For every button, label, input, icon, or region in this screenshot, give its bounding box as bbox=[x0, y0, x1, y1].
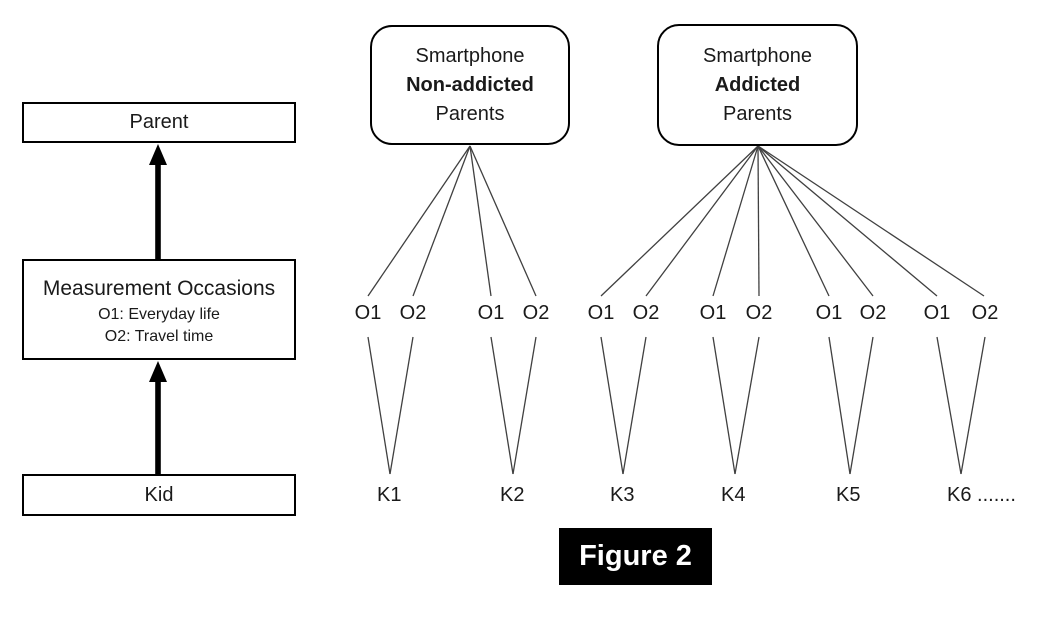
addicted-parents-box: Smartphone Addicted Parents bbox=[657, 24, 858, 146]
kid-label-k4: K4 bbox=[721, 484, 746, 506]
measurement-occasion-1: O1: Everyday life bbox=[98, 305, 220, 323]
fan-lines-addicted bbox=[600, 145, 985, 297]
occasion-to-kid-lines bbox=[367, 336, 986, 475]
addicted-line3: Parents bbox=[723, 102, 792, 125]
occasion-label-pair5-o2: O2 bbox=[859, 302, 887, 324]
non-addicted-line2: Non-addicted bbox=[406, 73, 534, 96]
addicted-line2: Addicted bbox=[714, 73, 801, 96]
figure-caption: Figure 2 bbox=[559, 528, 712, 585]
non-addicted-line1: Smartphone bbox=[415, 44, 525, 67]
kid-label-k6: K6 ....... bbox=[947, 484, 1016, 506]
parent-box: Parent bbox=[22, 102, 296, 143]
kid-label-k1: K1 bbox=[377, 484, 402, 506]
occasion-label-pair1-o2: O2 bbox=[399, 302, 427, 324]
occasion-label-pair2-o2: O2 bbox=[522, 302, 550, 324]
fan-lines-non-addicted bbox=[367, 145, 537, 297]
non-addicted-parents-box: Smartphone Non-addicted Parents bbox=[370, 25, 570, 145]
occasion-label-pair1-o1: O1 bbox=[354, 302, 382, 324]
occasion-label-pair2-o1: O1 bbox=[477, 302, 505, 324]
measurement-occasions-title: Measurement Occasions bbox=[42, 276, 276, 300]
up-arrow-kid-to-measurement bbox=[149, 361, 167, 474]
kid-label-k3: K3 bbox=[610, 484, 635, 506]
parent-box-label: Parent bbox=[129, 111, 189, 133]
occasion-label-pair3-o1: O1 bbox=[587, 302, 615, 324]
measurement-occasion-2: O2: Travel time bbox=[104, 327, 214, 345]
occasion-label-pair4-o2: O2 bbox=[745, 302, 773, 324]
kid-box-label: Kid bbox=[144, 483, 174, 506]
kid-label-k2: K2 bbox=[500, 484, 525, 506]
occasion-label-pair4-o1: O1 bbox=[699, 302, 727, 324]
measurement-occasions-box: Measurement Occasions O1: Everyday life … bbox=[22, 259, 296, 360]
occasion-label-pair3-o2: O2 bbox=[632, 302, 660, 324]
kid-box: Kid bbox=[22, 474, 296, 516]
up-arrow-measurement-to-parent bbox=[149, 144, 167, 259]
addicted-line1: Smartphone bbox=[703, 44, 812, 67]
occasion-label-pair6-o1: O1 bbox=[923, 302, 951, 324]
figure-caption-label: Figure 2 bbox=[579, 540, 692, 572]
occasion-label-pair6-o2: O2 bbox=[971, 302, 999, 324]
kid-label-k5: K5 bbox=[836, 484, 861, 506]
occasion-label-pair5-o1: O1 bbox=[815, 302, 843, 324]
non-addicted-line3: Parents bbox=[435, 102, 505, 125]
